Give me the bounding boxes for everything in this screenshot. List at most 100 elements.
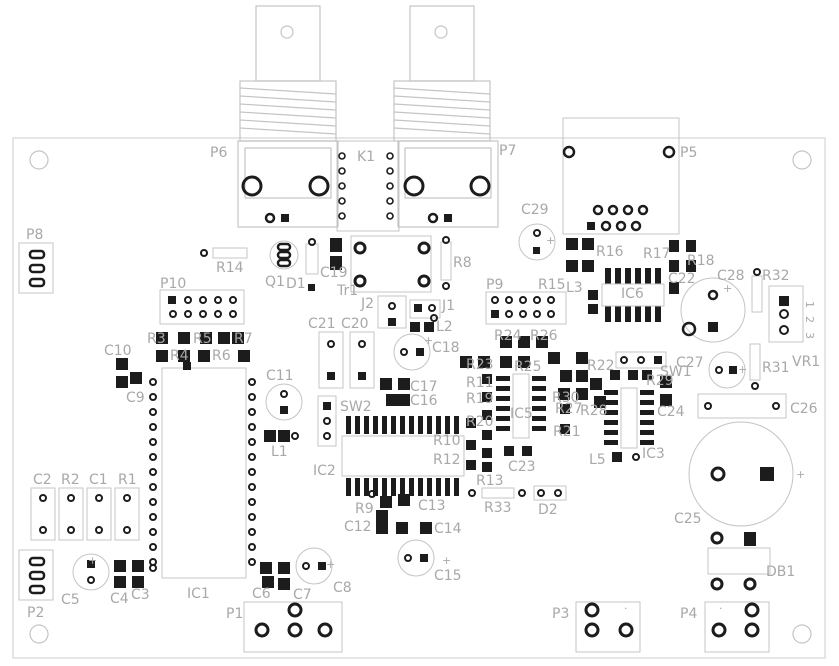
- label-J1: J1: [441, 298, 455, 314]
- label-L1: L1: [271, 444, 288, 460]
- label-C15: C15: [434, 568, 462, 584]
- label-L5: L5: [589, 452, 606, 468]
- label-R20: R20: [466, 414, 494, 430]
- svg-text:·: ·: [719, 602, 723, 615]
- label-D2: D2: [538, 502, 558, 518]
- label-IC5: IC5: [510, 406, 533, 422]
- label-P7: P7: [499, 143, 516, 159]
- label-R1: R1: [118, 472, 137, 488]
- connector-p7: [393, 5, 499, 228]
- svg-text:+: +: [88, 554, 97, 567]
- label-C17: C17: [410, 379, 438, 395]
- label-R14: R14: [216, 260, 244, 276]
- label-P8: P8: [26, 227, 43, 243]
- label-VR1: VR1: [792, 354, 820, 370]
- label-R32: R32: [762, 268, 790, 284]
- designator-labels: P6 K1 P7 P5 C29 P8 R14 Q1 D1 C19 Tr1 R8 …: [26, 143, 820, 622]
- label-C5: C5: [61, 592, 80, 608]
- label-J2: J2: [360, 296, 374, 312]
- label-R12: R12: [433, 452, 461, 468]
- label-R27: R27: [555, 401, 583, 417]
- label-R30: R30: [552, 390, 580, 406]
- label-C11: C11: [266, 368, 294, 384]
- ic6-footprint: [605, 268, 661, 322]
- label-C10: C10: [104, 343, 132, 359]
- label-P9: P9: [486, 277, 503, 293]
- label-R6: R6: [212, 348, 231, 364]
- label-R31: R31: [762, 360, 790, 376]
- svg-text:·: ·: [624, 602, 628, 615]
- label-C29: C29: [521, 202, 549, 218]
- label-P3: P3: [552, 606, 569, 622]
- label-C2: C2: [33, 472, 52, 488]
- label-P4: P4: [680, 606, 697, 622]
- label-Q1: Q1: [265, 274, 285, 290]
- label-R10: R10: [433, 433, 461, 449]
- label-P1: P1: [226, 606, 243, 622]
- label-R13: R13: [476, 473, 504, 489]
- label-C26: C26: [790, 401, 818, 417]
- connector-p5: [562, 117, 680, 235]
- ic2-pins: [346, 416, 459, 496]
- label-C28: C28: [717, 268, 745, 284]
- label-C1: C1: [89, 472, 108, 488]
- label-Tr1: Tr1: [336, 283, 358, 299]
- svg-text:+: +: [326, 558, 335, 571]
- label-R17: R17: [643, 246, 671, 262]
- ic2-outline: [341, 435, 465, 477]
- vr1-pin-numbers: 1 2 3: [803, 301, 816, 339]
- svg-text:+: +: [723, 282, 732, 295]
- label-C12: C12: [344, 519, 372, 535]
- label-L3: L3: [566, 280, 583, 296]
- polarity-marks: +++ +++ ++··: [88, 234, 805, 615]
- label-R4: R4: [170, 348, 189, 364]
- label-R25: R25: [514, 359, 542, 375]
- label-IC1: IC1: [187, 586, 210, 602]
- label-P2: P2: [27, 605, 44, 621]
- label-R5: R5: [193, 331, 212, 347]
- label-C16: C16: [410, 393, 438, 409]
- label-R16: R16: [596, 244, 624, 260]
- connector-pads: [241, 175, 491, 197]
- label-C25: C25: [674, 511, 702, 527]
- label-C13: C13: [418, 498, 446, 514]
- vr1-pin-3: 3: [803, 332, 816, 339]
- label-R7: R7: [234, 331, 253, 347]
- label-C6: C6: [252, 586, 271, 602]
- svg-text:+: +: [424, 334, 433, 347]
- relay-k1: [336, 140, 400, 232]
- label-IC3: IC3: [642, 446, 665, 462]
- label-SW2: SW2: [340, 399, 372, 415]
- label-C21: C21: [308, 316, 336, 332]
- label-R19: R19: [466, 391, 494, 407]
- label-R22: R22: [587, 358, 615, 374]
- label-C23: C23: [508, 459, 536, 475]
- label-IC6: IC6: [621, 286, 644, 302]
- label-R24: R24: [494, 328, 522, 344]
- label-R11: R11: [466, 375, 494, 391]
- label-R2: R2: [61, 472, 80, 488]
- label-C8: C8: [333, 580, 352, 596]
- label-C19: C19: [320, 265, 348, 281]
- label-C4: C4: [110, 591, 129, 607]
- label-L2: L2: [436, 319, 453, 335]
- label-C27: C27: [676, 355, 704, 371]
- label-P5: P5: [680, 145, 697, 161]
- label-R33: R33: [484, 500, 512, 516]
- label-R28: R28: [580, 403, 608, 419]
- label-R8: R8: [453, 255, 472, 271]
- label-P10: P10: [160, 276, 186, 292]
- label-C20: C20: [341, 316, 369, 332]
- board-outline: [12, 137, 826, 659]
- svg-text:+: +: [738, 363, 747, 376]
- label-DB1: DB1: [766, 564, 795, 580]
- label-P6: P6: [210, 145, 227, 161]
- label-D1: D1: [286, 276, 306, 292]
- label-C24: C24: [657, 404, 685, 420]
- label-R26: R26: [530, 328, 558, 344]
- ic3-footprint: [604, 376, 672, 445]
- label-R29: R29: [646, 373, 674, 389]
- label-C7: C7: [293, 587, 312, 603]
- label-K1: K1: [357, 149, 375, 165]
